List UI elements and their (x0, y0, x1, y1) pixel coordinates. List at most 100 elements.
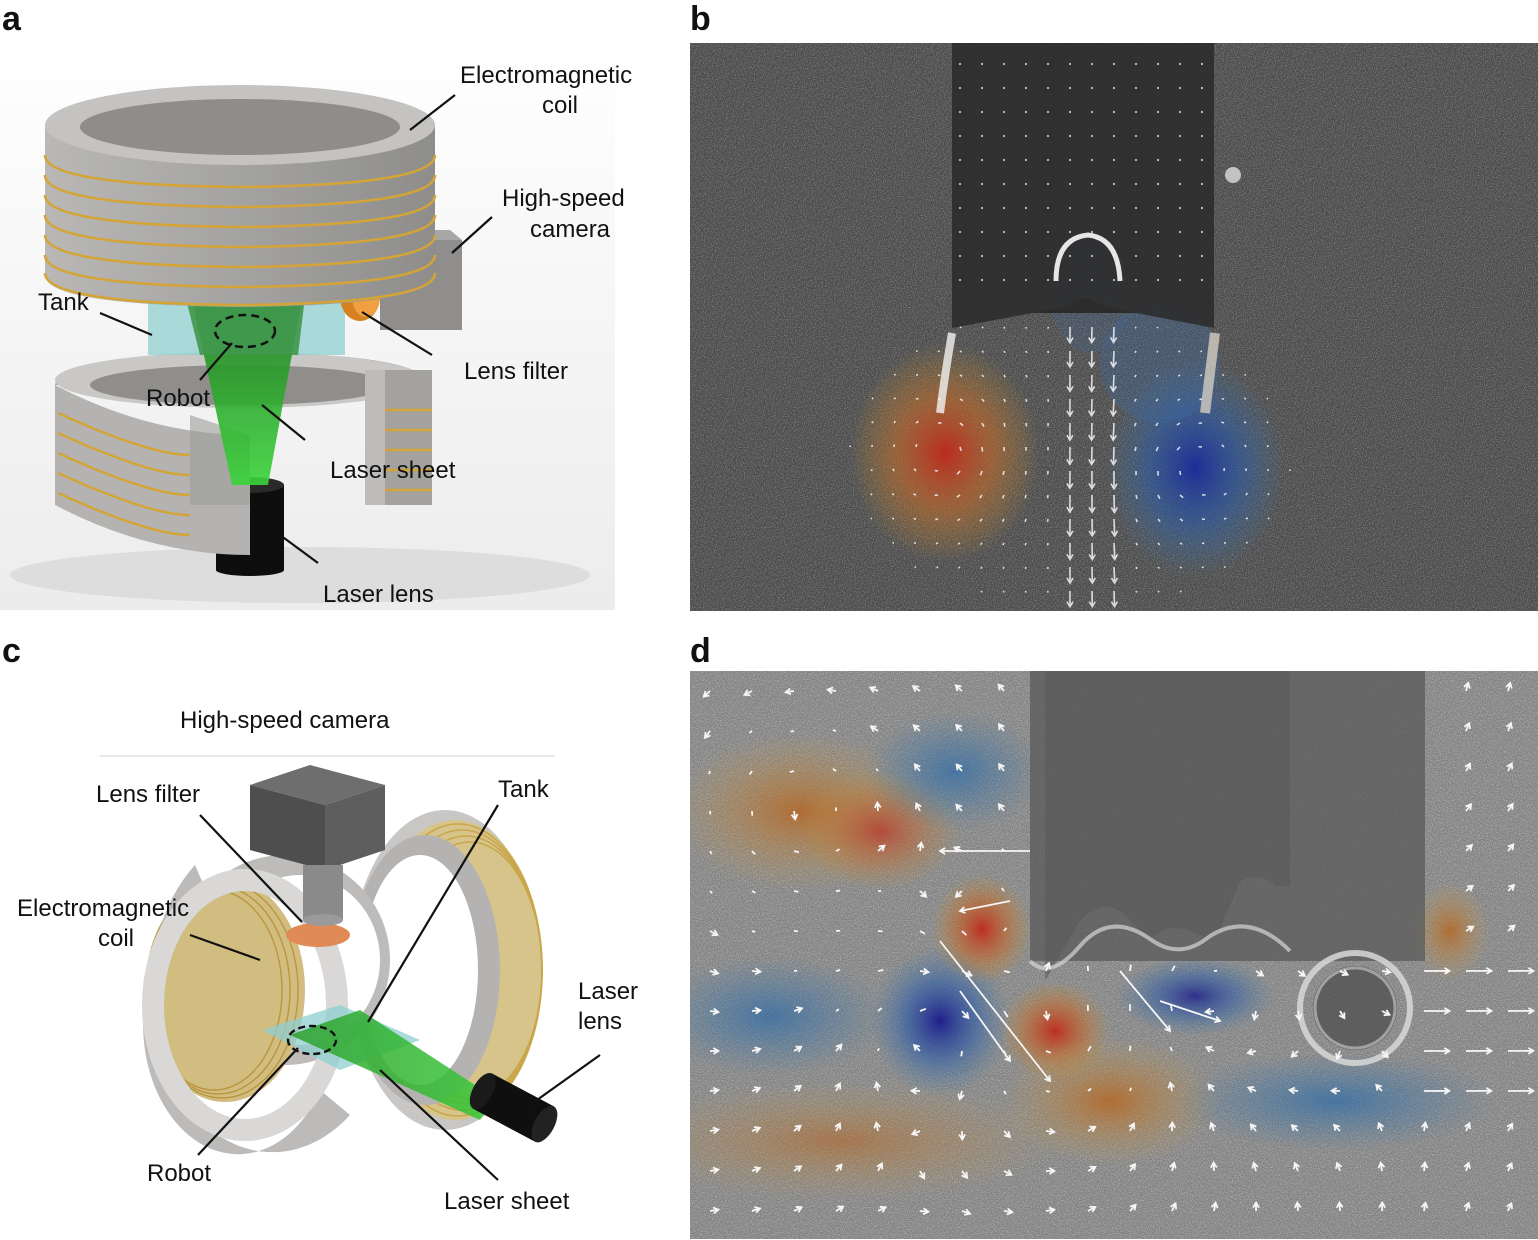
panel-letter-a: a (2, 2, 21, 36)
b-arrow (1135, 351, 1136, 353)
a-label-camera-1: High-speed (502, 184, 625, 214)
b-arrow (1025, 519, 1026, 522)
b-arrow (1180, 543, 1182, 544)
b-arrow (1004, 423, 1005, 427)
b-arrow (871, 518, 872, 519)
c-label-laser-2: lens (578, 1007, 622, 1037)
d-arrow (791, 731, 794, 732)
b-arrow (872, 421, 873, 423)
b-arrow (1157, 327, 1158, 328)
a-label-robot: Robot (146, 384, 210, 414)
b-arrow (1114, 519, 1115, 536)
b-arrow (1136, 543, 1137, 545)
a-label-coil-1: Electromagnetic (460, 61, 632, 91)
d-arrow (878, 970, 883, 971)
d-arrow (1130, 1088, 1131, 1091)
b-arrow (938, 375, 940, 376)
b-arrow (960, 375, 962, 376)
b-arrow (1180, 567, 1182, 568)
b-arrow (1200, 375, 1202, 376)
b-arrow (1202, 567, 1204, 568)
b-arrow (1004, 375, 1005, 377)
d-arrow (836, 970, 840, 971)
b-arrow (1003, 567, 1004, 569)
b-arrow (1025, 591, 1026, 593)
d-arrow (1171, 1005, 1172, 1011)
b-arrow (938, 351, 940, 352)
b-arrow (1246, 493, 1247, 495)
d-arrow (878, 1048, 879, 1051)
b-arrow (1135, 327, 1136, 328)
b-arrow (1246, 518, 1248, 519)
b-arrow (1136, 495, 1137, 499)
b-arrow (1246, 542, 1248, 543)
b-arrow (935, 519, 938, 520)
b-arrow (871, 494, 872, 495)
b-arrow (1113, 327, 1114, 343)
d-arrow (1130, 965, 1131, 971)
b-arrow (916, 398, 918, 399)
plate-shape-d (1030, 671, 1425, 981)
panel-letter-b: b (690, 2, 711, 36)
b-arrow (871, 469, 872, 471)
a-label-lens-filter: Lens filter (464, 357, 568, 387)
b-arrow (1003, 591, 1004, 592)
b-arrow (1221, 422, 1224, 423)
b-arrow (960, 351, 962, 352)
b-arrow (1157, 351, 1158, 352)
b-arrow (1267, 445, 1268, 447)
b-arrow (1004, 327, 1005, 328)
b-arrow (1004, 351, 1005, 353)
b-arrow (1158, 591, 1159, 592)
plate-shadow (952, 43, 1214, 313)
d-arrow (833, 730, 836, 731)
b-arrow (1200, 351, 1202, 352)
c-label-coil-1: Electromagnetic (17, 894, 189, 924)
b-arrow (1268, 518, 1269, 519)
b-arrow (892, 518, 894, 519)
panel-a-illustration (0, 35, 620, 615)
b-arrow (1180, 471, 1181, 475)
b-arrow (894, 421, 895, 423)
b-arrow (982, 351, 983, 352)
c-label-lens-filter: Lens filter (96, 780, 200, 810)
b-arrow (1224, 518, 1226, 519)
b-arrow (1113, 423, 1114, 440)
b-arrow (1202, 543, 1204, 544)
panel-d-piv-image (690, 671, 1538, 1239)
b-arrow (1179, 351, 1180, 352)
b-arrow (959, 567, 960, 568)
a-label-laser-sheet: Laser sheet (330, 456, 455, 486)
b-arrow (1114, 543, 1115, 559)
d-arrow (790, 771, 794, 772)
robot-ring-d (1300, 953, 1410, 1063)
b-arrow (1114, 567, 1115, 583)
b-arrow (1026, 351, 1027, 353)
c-label-tank: Tank (498, 775, 549, 805)
b-arrow (894, 398, 896, 399)
b-arrow (958, 543, 960, 544)
b-arrow (1003, 471, 1004, 475)
b-arrow (1026, 375, 1027, 377)
c-label-laser-sheet: Laser sheet (444, 1187, 569, 1217)
b-arrow (1136, 567, 1137, 569)
b-arrow (893, 469, 894, 471)
a-label-coil-2: coil (542, 91, 578, 121)
b-arrow (1244, 398, 1246, 399)
b-arrow (1113, 351, 1114, 367)
b-arrow (1025, 543, 1026, 545)
b-arrow (1114, 591, 1115, 607)
b-arrow (916, 444, 917, 447)
d-arrow (1046, 1091, 1050, 1092)
panel-letter-d: d (690, 634, 711, 668)
d-arrow (752, 931, 755, 932)
b-arrow (1199, 399, 1202, 400)
d-arrow (794, 891, 798, 892)
a-label-laser-lens: Laser lens (323, 580, 434, 610)
b-arrow (1244, 422, 1246, 423)
b-arrow (1136, 591, 1137, 592)
b-arrow (894, 374, 896, 375)
b-arrow (1180, 591, 1181, 592)
b-arrow (1003, 543, 1004, 545)
b-arrow (1178, 375, 1180, 376)
